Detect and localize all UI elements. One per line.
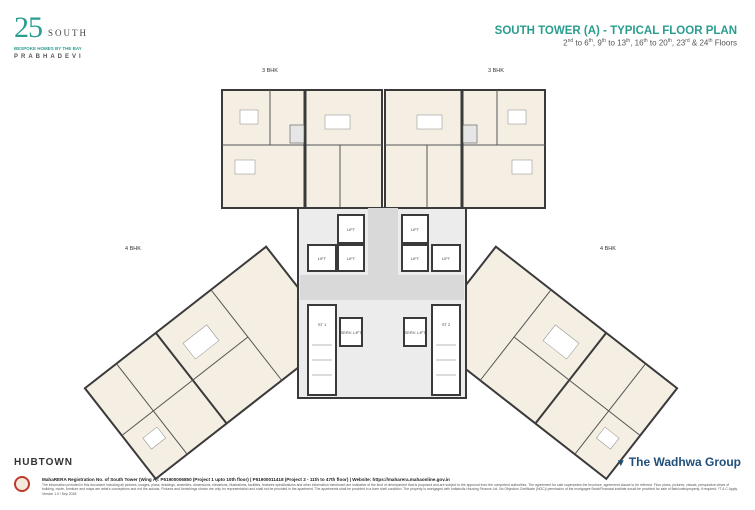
unit-label-3bhk-left: 3 BHK <box>262 68 278 74</box>
lift-label: LIFT <box>411 227 420 232</box>
lift-label: LIFT <box>347 227 356 232</box>
lift-label: LIFT <box>347 256 356 261</box>
wadhwa-logo: ▼The Wadhwa Group <box>616 455 741 469</box>
service-lift-label: SERV. LIFT <box>341 330 362 335</box>
lift-label: LIFT <box>411 256 420 261</box>
service-lift-label: SERV. LIFT <box>405 330 426 335</box>
page-title: SOUTH TOWER (A) - TYPICAL FLOOR PLAN <box>494 25 737 37</box>
stair-1-label: ST 1 <box>318 322 327 327</box>
unit-3bhk-left <box>221 89 383 209</box>
disclaimer-text: The information provided in this documen… <box>42 483 738 496</box>
unit-4bhk-left <box>83 245 339 481</box>
lift-label: LIFT <box>442 256 451 261</box>
footer-disclaimer: MahaRERA Registration No. of South Tower… <box>42 477 742 496</box>
logo-name: SOUTH <box>48 28 89 38</box>
logo-location: PRABHADEVI <box>14 54 84 60</box>
floors-subtitle: 2nd to 6th, 9th to 13th, 16th to 20th, 2… <box>563 38 737 48</box>
logo-tagline: BESPOKE HOMES BY THE BAY <box>14 46 82 51</box>
hubtown-logo: HUBTOWN <box>14 457 74 468</box>
stair-2-label: ST 2 <box>442 322 451 327</box>
unit-label-4bhk-right: 4 BHK <box>600 246 616 252</box>
logo-number: 25 <box>14 11 43 44</box>
unit-label-4bhk-left: 4 BHK <box>125 246 141 252</box>
unit-3bhk-right <box>384 89 546 209</box>
wadhwa-emblem-icon: ▼ <box>615 458 626 469</box>
wadhwa-name: The Wadhwa Group <box>628 455 741 469</box>
lift-label: LIFT <box>318 256 327 261</box>
central-core: LIFT LIFT LIFT LIFT LIFT LIFT ST 1 ST 2 … <box>297 207 467 399</box>
maharera-seal-icon <box>14 476 30 492</box>
brand-logo: 25 SOUTH BESPOKE HOMES BY THE BAY PRABHA… <box>14 11 86 61</box>
unit-4bhk-right <box>423 245 679 481</box>
page-header: SOUTH TOWER (A) - TYPICAL FLOOR PLAN 2nd… <box>495 25 737 48</box>
rera-registration: MahaRERA Registration No. of South Tower… <box>42 477 450 482</box>
unit-label-3bhk-right: 3 BHK <box>488 68 504 74</box>
